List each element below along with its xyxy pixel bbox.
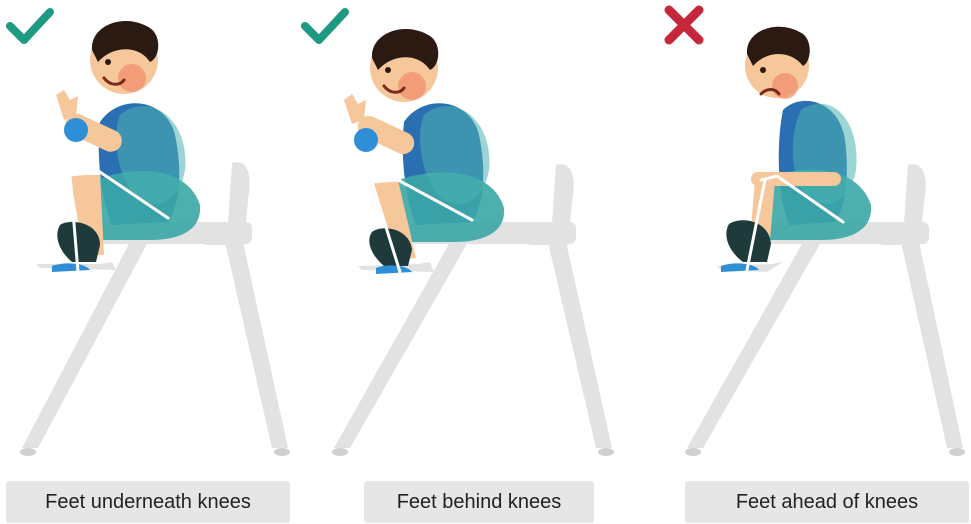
child-figure [344, 29, 504, 274]
posture-illustration [0, 0, 320, 470]
posture-panel-feet-underneath: Feet underneath knees [0, 0, 320, 524]
child-figure [721, 27, 871, 272]
child-figure [52, 21, 200, 272]
posture-caption: Feet behind knees [364, 481, 594, 523]
cross-icon [669, 10, 699, 40]
posture-caption: Feet ahead of knees [685, 481, 969, 523]
posture-illustration [300, 0, 620, 470]
checkmark-icon [10, 12, 50, 40]
posture-panel-feet-ahead: Feet ahead of knees [651, 0, 971, 524]
posture-illustration [651, 0, 971, 470]
posture-panel-feet-behind: Feet behind knees [300, 0, 620, 524]
posture-caption: Feet underneath knees [6, 481, 290, 523]
checkmark-icon [305, 12, 345, 40]
